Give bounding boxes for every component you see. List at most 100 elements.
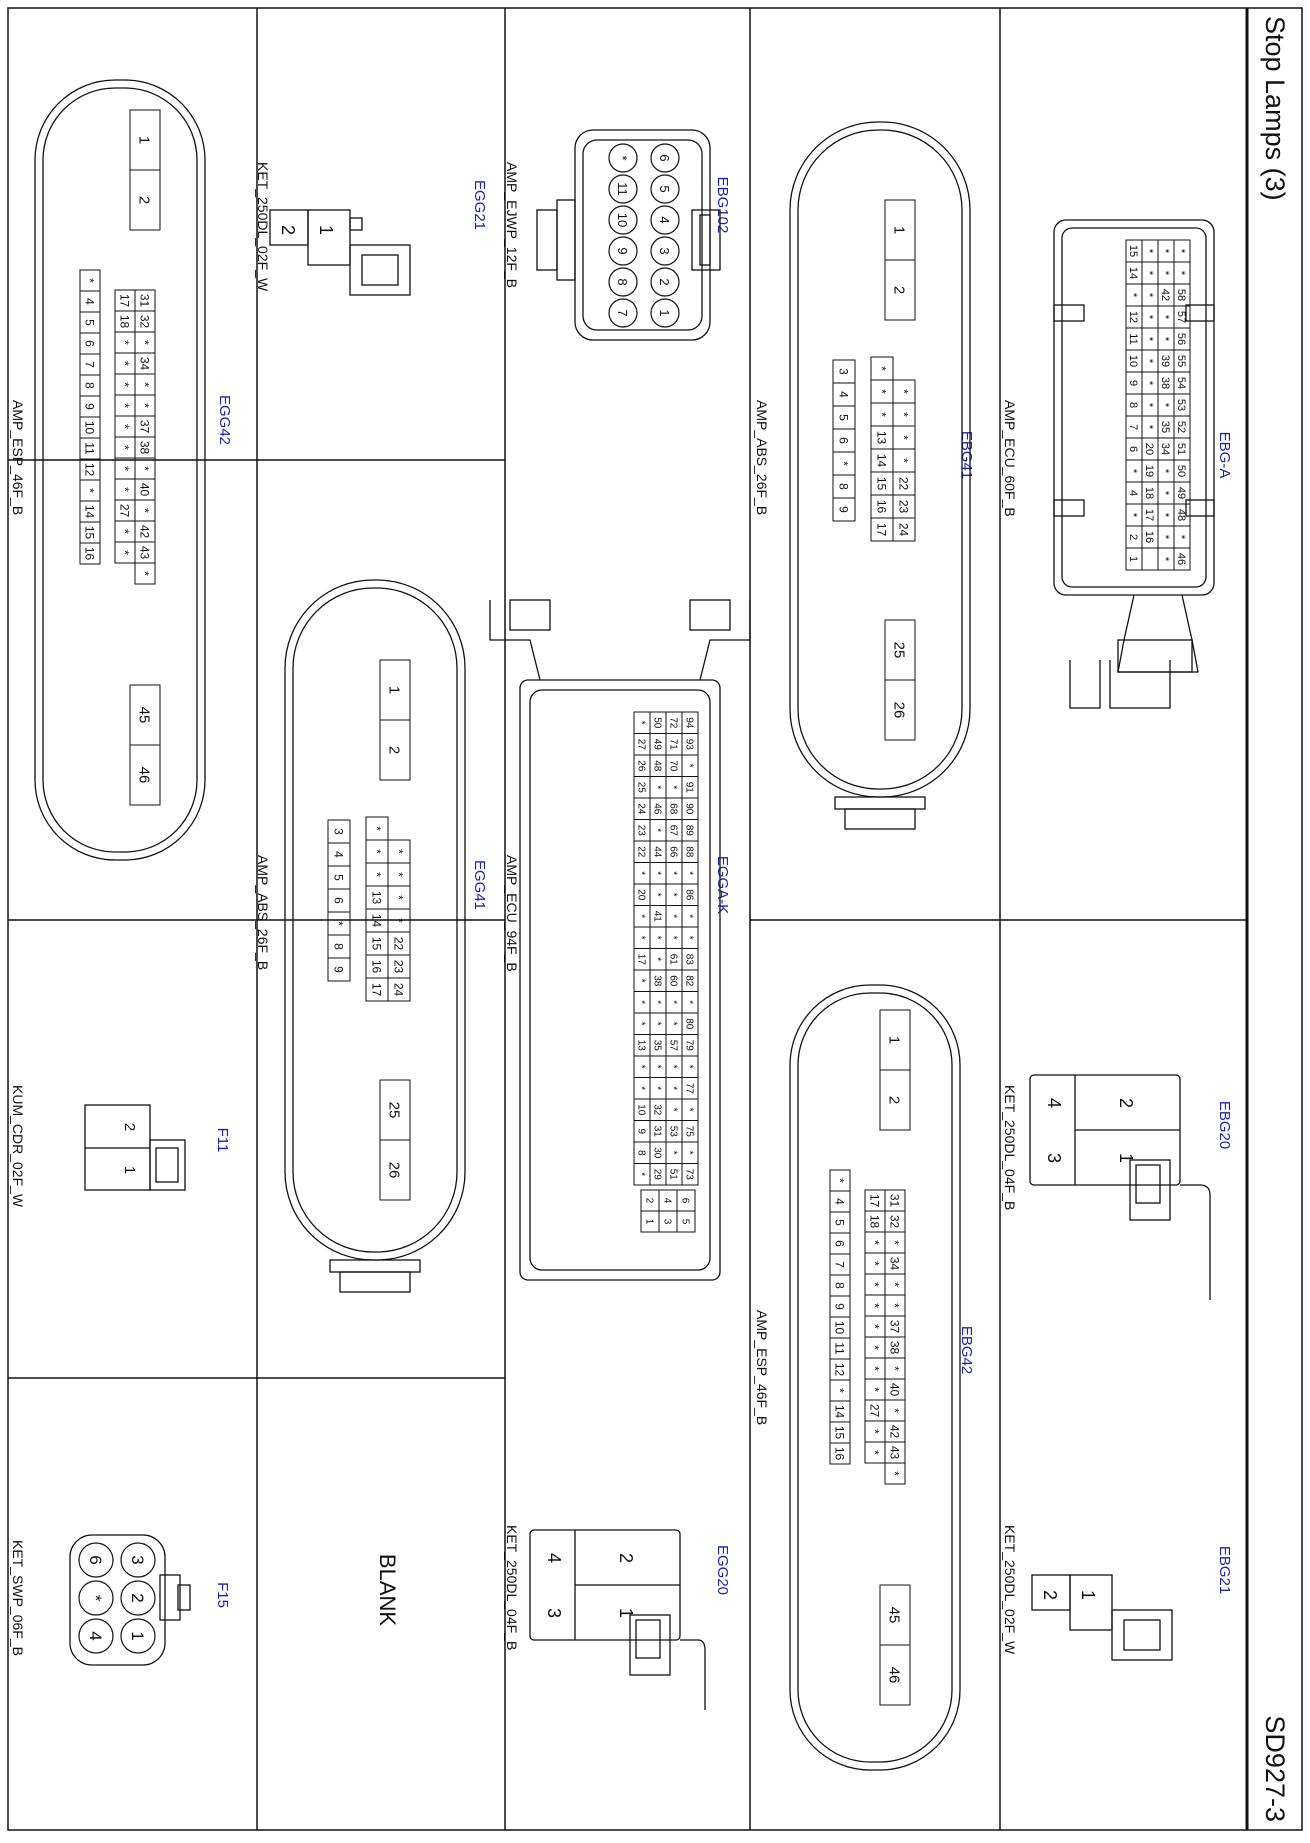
pin-cell: 4	[1125, 481, 1143, 505]
connector-type: AMP_ESP_46F_B	[10, 400, 26, 515]
pin-label: 49	[651, 739, 662, 751]
pin-label: 77	[683, 1083, 694, 1095]
pin-label: 1	[1116, 1153, 1136, 1163]
connector-name: EBG102	[714, 177, 731, 234]
pin-cell: 58	[1173, 283, 1191, 307]
pin-label: 11	[833, 1342, 847, 1355]
pin-label: *	[651, 1065, 662, 1069]
pin-label: *	[833, 1388, 847, 1393]
pin-label: 51	[1175, 443, 1187, 455]
pin-cell: *	[114, 373, 136, 396]
pin-cell: *	[884, 1273, 906, 1296]
pin-label: *	[651, 1086, 662, 1090]
pin-cell: *	[1157, 305, 1175, 329]
pin-label: *	[635, 871, 646, 875]
pin-cell: 32	[649, 1098, 667, 1121]
pin-cell: *	[681, 862, 699, 885]
pin-cell: *	[884, 1357, 906, 1380]
pin-label: 82	[683, 975, 694, 987]
pin-label: 12	[1127, 311, 1139, 323]
pin-cell: 9	[608, 236, 638, 266]
pin-label: 37	[888, 1320, 902, 1334]
pin-label: 53	[1175, 399, 1187, 411]
pin-label: 17	[868, 1194, 882, 1208]
pin-cell: 5	[79, 311, 101, 334]
pin-cell: *	[681, 991, 699, 1014]
pin-cell: *	[633, 1163, 651, 1186]
pin-label: 13	[875, 431, 889, 445]
pin-cell: 15	[79, 521, 101, 544]
pin-cell: *	[884, 1231, 906, 1254]
connector-name: EGG41	[471, 860, 488, 910]
pin-cell: 8	[829, 1274, 851, 1297]
connector-type: AMP_EJWP_12F_B	[504, 162, 520, 288]
pin-cell: 70	[665, 754, 683, 777]
connector-egg20: EGG20 KET_250DL_04F_B 2 1 4 3	[504, 1525, 731, 1710]
pin-cell: 68	[665, 797, 683, 820]
pin-label: *	[118, 403, 132, 408]
pin-label: 4	[332, 851, 346, 858]
pin-label: *	[1159, 469, 1171, 474]
pin-cell: *	[114, 394, 136, 417]
pin-label: *	[683, 936, 694, 940]
pin-cell: *	[864, 1273, 886, 1296]
pin-label: 9	[332, 966, 346, 973]
pin-label: 25	[891, 642, 908, 659]
pin-label: *	[138, 403, 152, 408]
pin-cell: 50	[1173, 459, 1191, 483]
pin-cell: 88	[681, 840, 699, 863]
pin-cell: 4	[829, 1190, 851, 1213]
connector-name: EGG20	[714, 1545, 731, 1595]
pin-cell: *	[884, 1294, 906, 1317]
pin-cell: *	[387, 885, 411, 910]
pin-label: 44	[651, 846, 662, 858]
page-code: SD927-3	[1260, 1715, 1290, 1822]
pin-label: 5	[83, 319, 97, 326]
pin-label: *	[1175, 535, 1187, 540]
pin-cell: *	[608, 143, 638, 173]
pin-label: 2	[1116, 1098, 1136, 1108]
pin-cell: 19	[1141, 459, 1159, 483]
pin-cell: *	[665, 776, 683, 799]
pin-cell: 7	[829, 1253, 851, 1276]
pin-cell: *	[864, 1336, 886, 1359]
pin-cell: *	[864, 1294, 886, 1317]
pin-cell: *	[1141, 371, 1159, 395]
pin-label: 55	[1175, 355, 1187, 367]
pin-label: *	[667, 936, 678, 940]
pin-label: 40	[888, 1383, 902, 1397]
pin-layout: 1245463132*34**3738*40*4243*1718********…	[79, 109, 161, 806]
pin-label: 38	[138, 441, 152, 455]
pin-label: 38	[651, 975, 662, 987]
pin-label: *	[888, 1408, 902, 1413]
pin-cell: *	[1141, 415, 1159, 439]
pin-label: *	[138, 571, 152, 576]
pin-cell: 18	[864, 1210, 886, 1233]
connector-name: EBG-A	[1216, 432, 1233, 479]
pin-label: 18	[118, 315, 132, 329]
pin-label: 26	[891, 702, 908, 719]
pin-label: *	[635, 1172, 646, 1176]
pin-label: 30	[651, 1147, 662, 1159]
pin-label: 6	[837, 437, 851, 444]
pin-cell: *	[365, 816, 389, 841]
pin-cell: *	[864, 1252, 886, 1275]
pin-cell: *	[134, 499, 156, 522]
pin-label: 83	[683, 954, 694, 966]
pin-label: 91	[683, 782, 694, 794]
pin-label: 24	[897, 523, 911, 537]
pin-cell: 41	[649, 905, 667, 928]
pin-cell: *	[1173, 525, 1191, 549]
pin-layout: 1245463132*34**3738*40*4243*1718********…	[829, 1009, 911, 1706]
pin-label: 35	[1159, 421, 1171, 433]
pin-label: 10	[1127, 355, 1139, 367]
connector-type: AMP_ABS_26F_B	[255, 855, 271, 970]
pin-label: 5	[679, 1219, 690, 1225]
pin-label: *	[667, 1000, 678, 1004]
pin-cell: 40	[884, 1378, 906, 1401]
pin-cell: *	[892, 402, 916, 427]
pin-cell: 4	[650, 205, 680, 235]
pin-label: 26	[635, 760, 646, 772]
pin-cell: 57	[665, 1034, 683, 1057]
